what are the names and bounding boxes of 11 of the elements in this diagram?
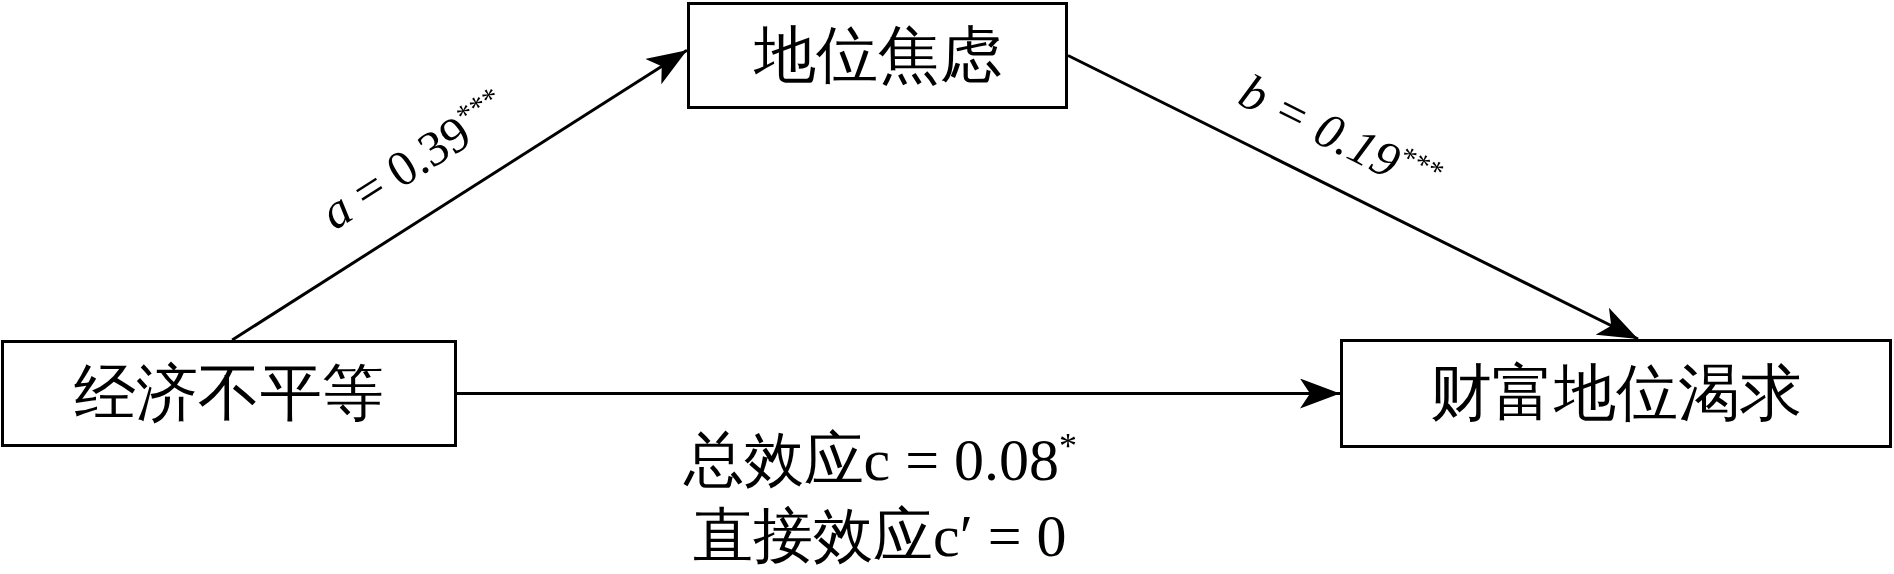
annotation-text: 直接效应c′ = 0 <box>693 503 1067 569</box>
edge-label: 总效应c = 0.08$^{*}$ <box>683 428 1077 492</box>
arrow <box>231 48 688 342</box>
box-label: 地位焦虑 <box>753 21 1002 90</box>
variable-box <box>1 340 457 447</box>
variable-box <box>687 2 1068 109</box>
arrow <box>1067 54 1639 341</box>
variable-box <box>1340 339 1892 448</box>
arrow <box>457 378 1340 409</box>
box-label: 财富地位渴求 <box>1430 359 1802 428</box>
box-label: 经济不平等 <box>74 359 384 428</box>
